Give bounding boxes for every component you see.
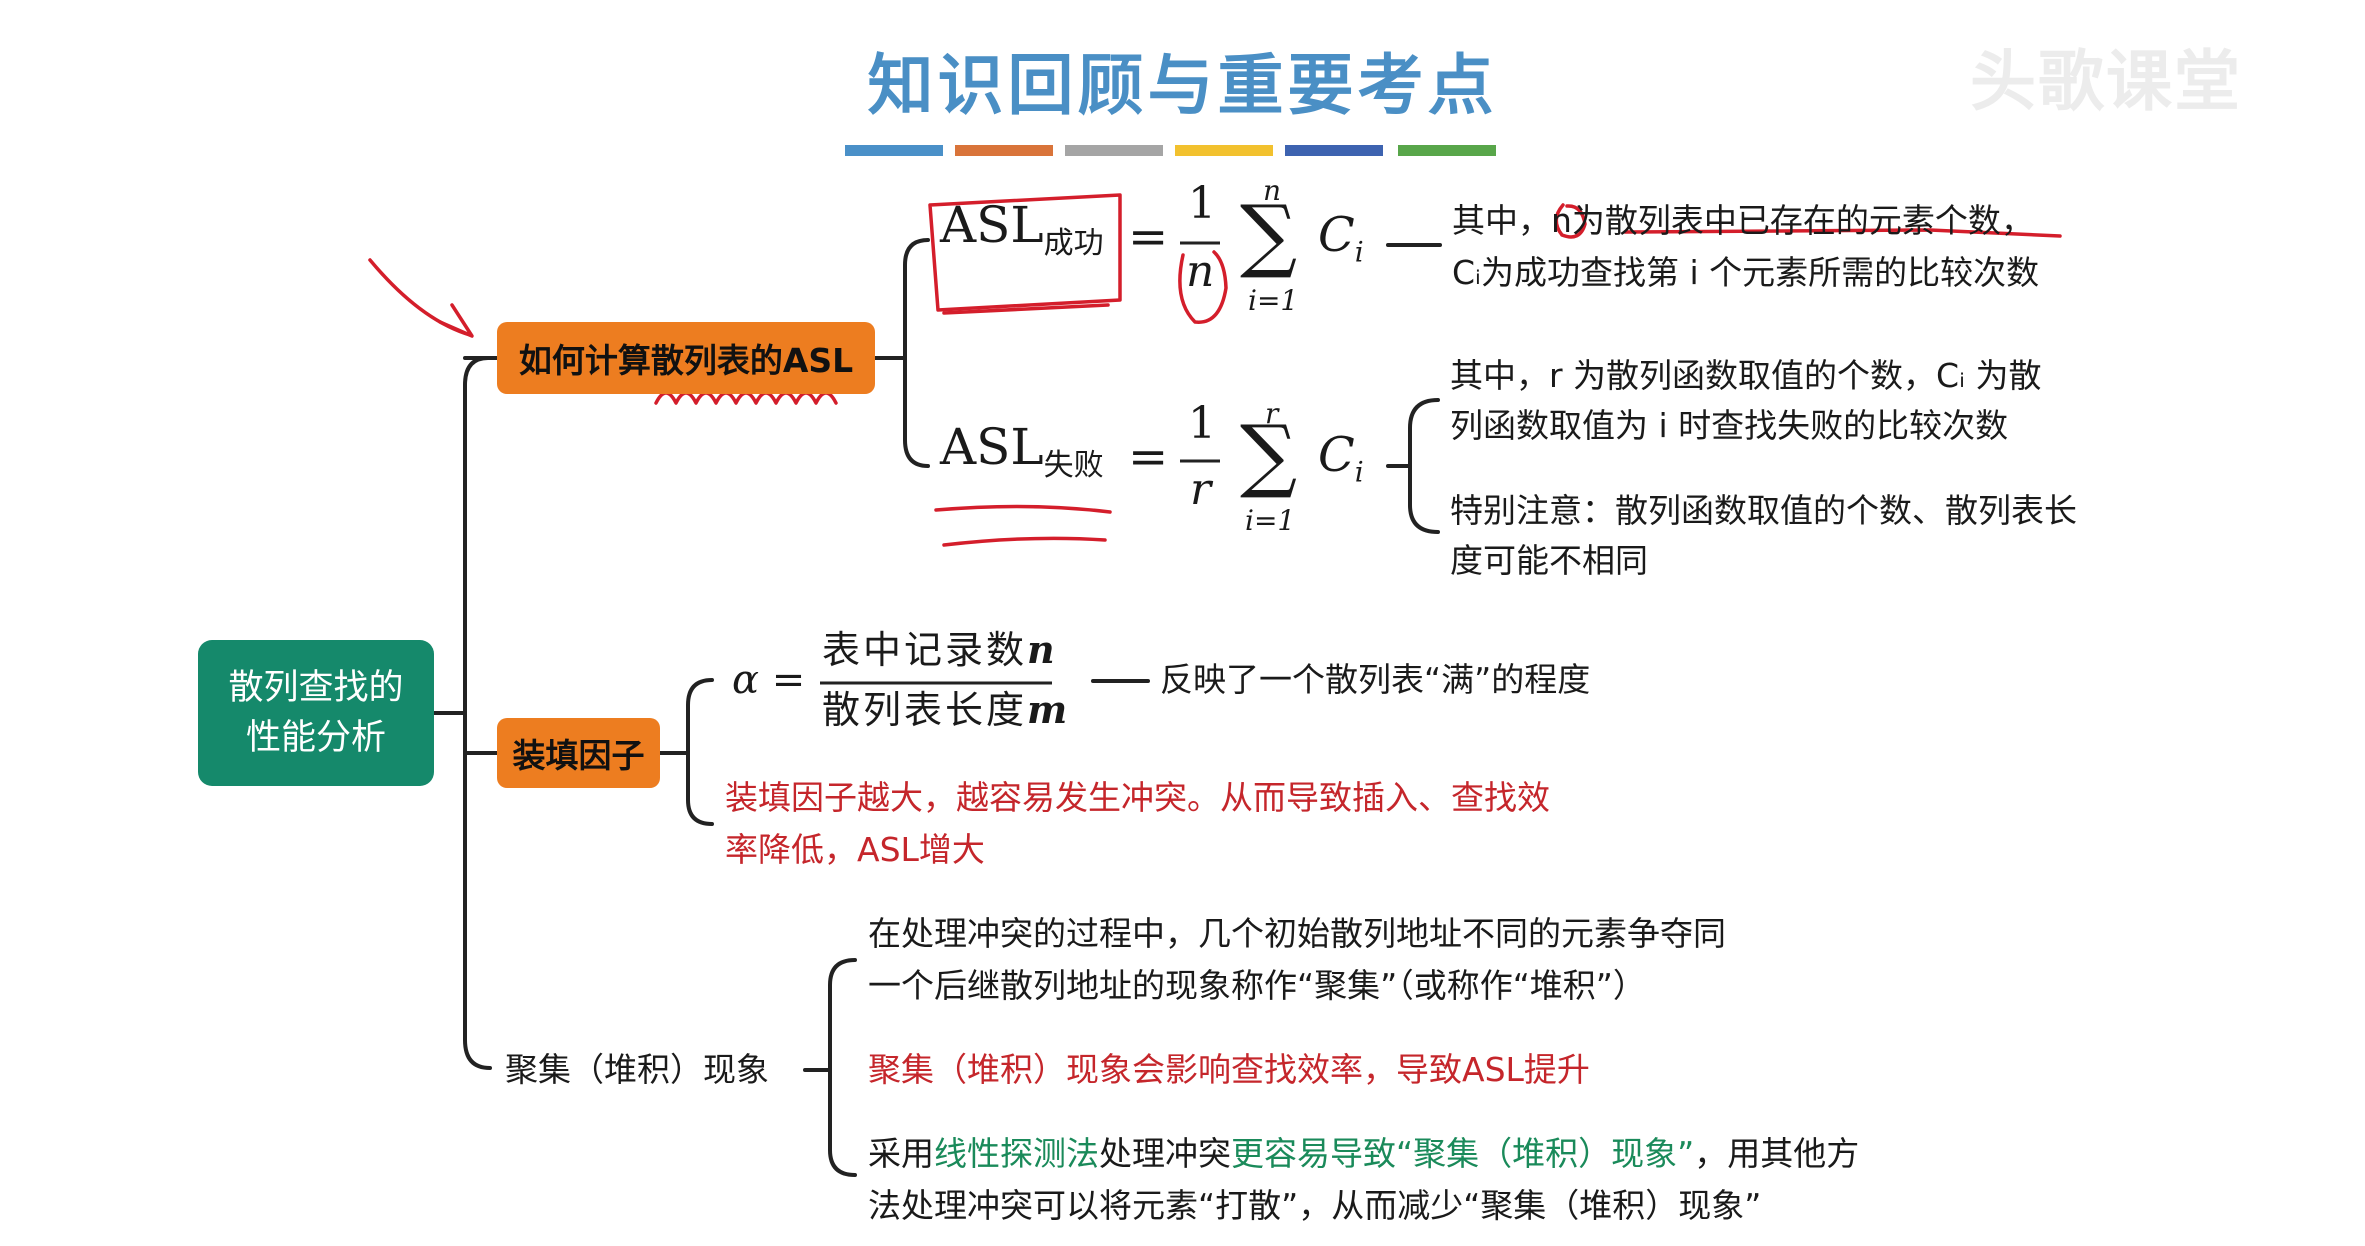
linear-probing-term: 线性探测法	[934, 1134, 1099, 1173]
asl-success-eq: =	[1128, 209, 1169, 265]
note-rest-2: 为成功查找第 i 个元素所需的比较次数	[1480, 253, 2040, 292]
title-color-bar	[955, 145, 1053, 156]
note-prefix: 其中，	[1452, 201, 1551, 240]
asl-failure-sum-bottom: i=1	[1245, 504, 1296, 537]
asl-failure-term: Ci	[1318, 430, 1364, 498]
asl-success-note-1: 其中，n为散列表中已存在的元素个数，	[1452, 195, 2034, 246]
sigma-icon: ∑	[1240, 408, 1298, 501]
asl-failure-num: 1	[1188, 398, 1216, 449]
alpha: α	[732, 657, 760, 703]
title-color-bar	[845, 145, 943, 156]
alpha-denominator: 散列表长度m	[822, 684, 1070, 736]
asl-failure-note-2a: 特别注意：散列函数取值的个数、散列表长	[1450, 491, 2077, 530]
load-factor-effect-2: 率降低，ASL增大	[725, 830, 985, 869]
alpha-numerator: 表中记录数n	[822, 624, 1058, 676]
asl-failure-term-c: C	[1318, 427, 1355, 483]
alpha-num-text: 表中记录数	[822, 628, 1028, 672]
asl-success-term: Ci	[1318, 210, 1364, 278]
cluster-node-label: 聚集（堆积）现象	[505, 1050, 769, 1089]
alpha-num-var: n	[1027, 627, 1058, 672]
method-text-c: 处理冲突	[1099, 1134, 1231, 1173]
title-color-bar	[1065, 145, 1163, 156]
asl-failure-note-2b: 度可能不相同	[1450, 541, 1648, 580]
note-rest: 为散列表中已存在的元素个数，	[1571, 201, 2034, 240]
asl-failure-note-1b: 列函数取值为 i 时查找失败的比较次数	[1450, 406, 2009, 445]
asl-failure-den: r	[1190, 464, 1212, 515]
asl-success-formula: ASL成功	[940, 200, 1104, 269]
cluster-definition-1: 在处理冲突的过程中，几个初始散列地址不同的元素争夺同	[868, 914, 1726, 953]
asl-success-sub: 成功	[1043, 226, 1104, 261]
asl-failure-sub: 失败	[1043, 448, 1104, 483]
alpha-eq: =	[771, 657, 806, 703]
root-label-line2: 性能分析	[245, 718, 386, 758]
cluster-cause-term: 更容易导致“聚集（堆积）现象”	[1231, 1134, 1695, 1173]
page-title: 知识回顾与重要考点	[867, 47, 1498, 124]
load-factor-effect-1: 装填因子越大，越容易发生冲突。从而导致插入、查找效	[725, 778, 1550, 817]
asl-success-den: n	[1186, 246, 1215, 297]
asl-failure-term-sub: i	[1354, 455, 1364, 489]
load-factor-label: 装填因子	[512, 736, 645, 775]
alpha-den-text: 散列表长度	[822, 688, 1028, 732]
note-var-n: n	[1551, 201, 1572, 240]
title-color-bar	[1398, 145, 1496, 156]
asl-success-term-sub: i	[1354, 235, 1364, 269]
cluster-definition-2: 一个后继散列地址的现象称作“聚集”（或称作“堆积”）	[868, 966, 1646, 1005]
asl-failure-note-1a: 其中，r 为散列函数取值的个数，Cᵢ 为散	[1450, 356, 2042, 395]
cluster-method-2: 法处理冲突可以将元素“打散”，从而减少“聚集（堆积）现象”	[868, 1186, 1762, 1225]
title-color-bar	[1285, 145, 1383, 156]
root-node: 散列查找的 性能分析	[198, 640, 434, 786]
sigma-icon: ∑	[1240, 188, 1298, 281]
asl-success-sum-bottom: i=1	[1248, 284, 1299, 317]
load-factor-node: 装填因子	[497, 718, 660, 788]
asl-branch-label: 如何计算散列表的ASL	[518, 341, 854, 380]
asl-failure-sum-top: r	[1265, 397, 1279, 430]
root-label-line1: 散列查找的	[228, 668, 404, 708]
load-factor-meaning: 反映了一个散列表“满”的程度	[1160, 660, 1591, 699]
asl-success-note-2: Cᵢ为成功查找第 i 个元素所需的比较次数	[1452, 247, 2039, 298]
watermark: 头歌课堂	[1970, 43, 2242, 120]
method-text-a: 采用	[868, 1134, 934, 1173]
cluster-impact: 聚集（堆积）现象会影响查找效率，导致ASL提升	[868, 1050, 1590, 1089]
note-var-ci: Cᵢ	[1452, 253, 1481, 292]
asl-failure-eq: =	[1128, 429, 1169, 485]
asl-success-term-c: C	[1318, 207, 1355, 263]
asl-success-num: 1	[1188, 178, 1216, 229]
asl-success-lhs: ASL	[940, 196, 1044, 254]
alpha-den-var: m	[1027, 687, 1071, 732]
asl-failure-formula: ASL失败	[940, 422, 1104, 491]
title-color-bar	[1175, 145, 1273, 156]
asl-branch-node: 如何计算散列表的ASL	[497, 322, 875, 394]
method-text-e: ，用其他方	[1694, 1134, 1860, 1173]
cluster-method-1: 采用线性探测法处理冲突更容易导致“聚集（堆积）现象”，用其他方	[868, 1128, 1859, 1179]
asl-success-sum-top: n	[1263, 174, 1282, 207]
alpha-symbol: α =	[732, 655, 805, 706]
asl-failure-lhs: ASL	[940, 418, 1044, 476]
